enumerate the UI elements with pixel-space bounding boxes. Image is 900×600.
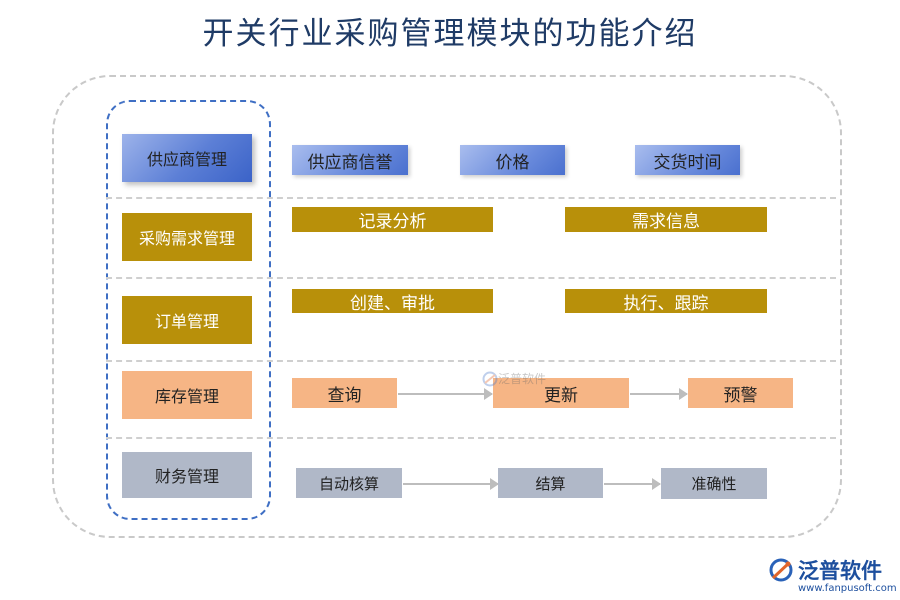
logo-url: www.fanpusoft.com (798, 583, 897, 594)
item-settlement: 结算 (498, 468, 603, 498)
brand-logo: 泛普软件 www.fanpusoft.com (768, 555, 897, 594)
item-accuracy: 准确性 (661, 468, 767, 499)
category-column-frame (106, 100, 271, 520)
category-supplier-management: 供应商管理 (122, 134, 252, 182)
category-inventory-management: 库存管理 (122, 371, 252, 419)
row-separator (106, 437, 836, 439)
item-execute-track: 执行、跟踪 (565, 289, 767, 314)
fanpu-watermark-icon (482, 371, 498, 386)
flow-arrow (630, 388, 688, 400)
outer-frame (52, 75, 842, 538)
item-delivery-time: 交货时间 (635, 145, 740, 175)
flow-arrow (398, 388, 493, 400)
item-create-approve: 创建、审批 (292, 289, 493, 314)
item-price: 价格 (460, 145, 565, 175)
item-update: 更新 (493, 378, 629, 408)
flow-arrow (403, 478, 499, 490)
row-separator (106, 360, 836, 362)
watermark-text: 泛普软件 (498, 372, 547, 386)
flow-arrow (604, 478, 661, 490)
item-supplier-reputation: 供应商信誉 (292, 145, 408, 175)
item-record-analysis: 记录分析 (292, 207, 493, 232)
row-separator (106, 197, 836, 199)
category-finance-management: 财务管理 (122, 452, 252, 498)
fanpu-logo-icon (769, 558, 793, 582)
item-demand-info: 需求信息 (565, 207, 767, 232)
item-warning: 预警 (688, 378, 793, 408)
logo-text: 泛普软件 (798, 559, 882, 583)
item-query: 查询 (292, 378, 397, 408)
row-separator (106, 277, 836, 279)
page-title: 开关行业采购管理模块的功能介绍 (202, 16, 698, 52)
category-order-management: 订单管理 (122, 296, 252, 344)
item-auto-accounting: 自动核算 (296, 468, 402, 498)
category-purchase-demand-management: 采购需求管理 (122, 213, 252, 261)
watermark: 泛普软件 (482, 370, 546, 387)
